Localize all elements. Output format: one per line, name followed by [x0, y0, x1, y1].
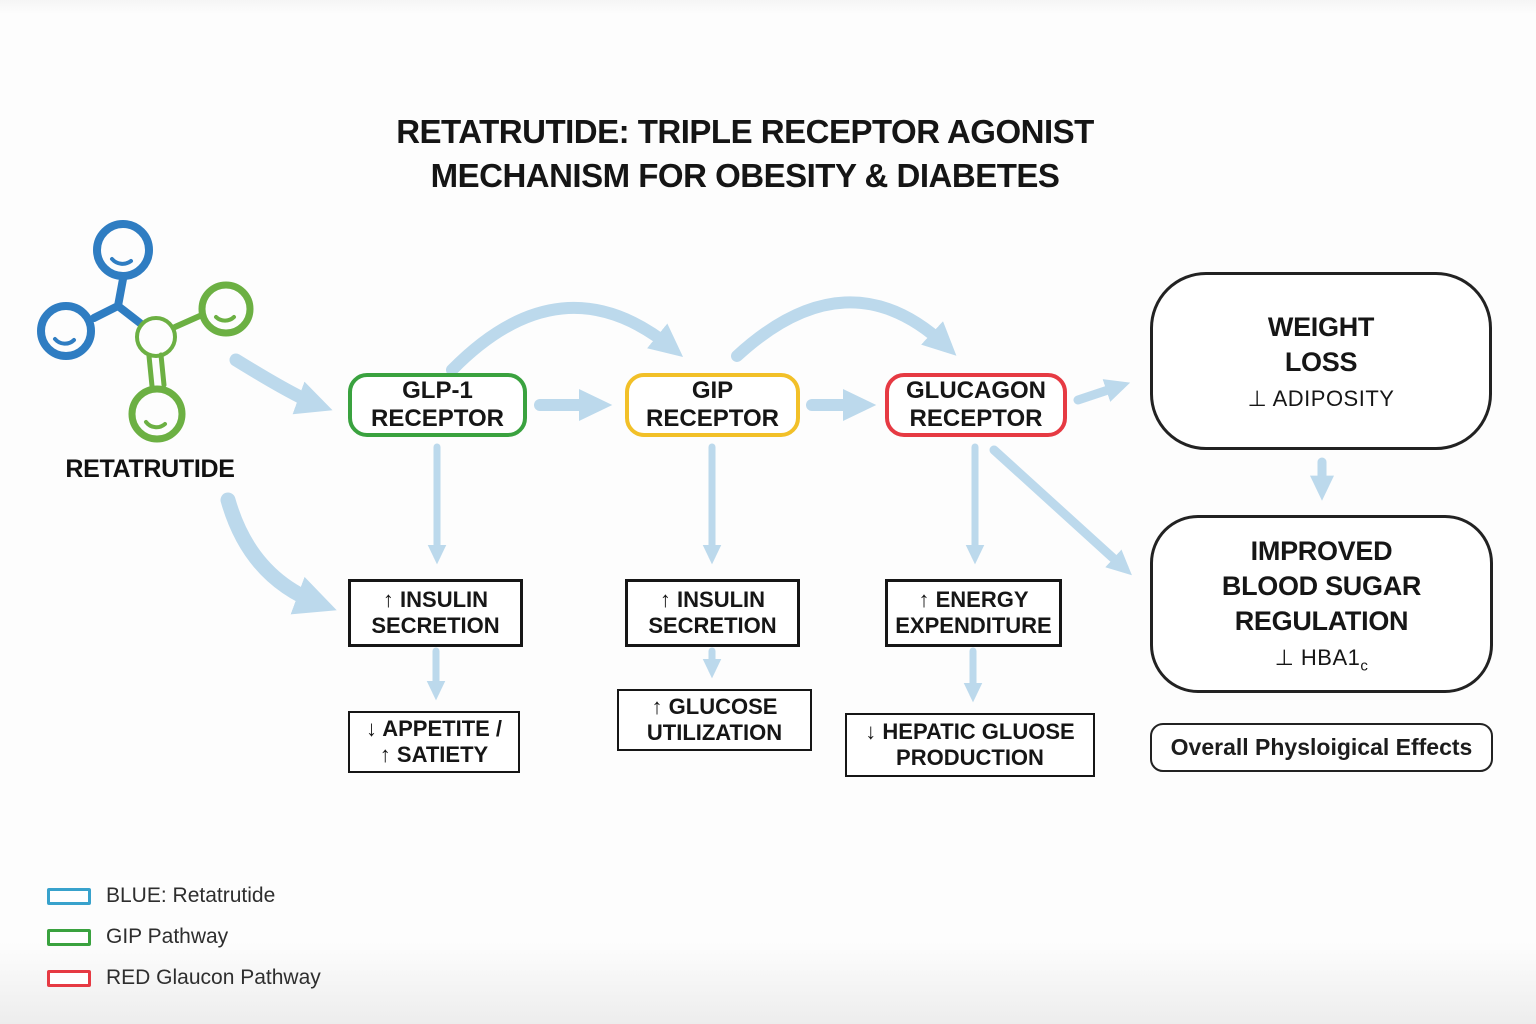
molecule-double-bond-2	[158, 352, 167, 388]
molecule-atom-green-right	[198, 281, 254, 337]
node-weight-loss-title: WEIGHT LOSS	[1267, 311, 1375, 377]
overall-effects-label: Overall Physloigical Effects	[1170, 734, 1473, 760]
molecule-bond-blue-center	[114, 302, 144, 327]
legend-swatch-green-icon	[47, 928, 91, 946]
overall-effects-banner: Overall Physloigical Effects	[1150, 723, 1493, 772]
node-appetite-satiety: ↓ APPETITE / ↑ SATIETY	[348, 711, 520, 773]
arrow-retatrutide-to-insulin	[220, 492, 337, 615]
node-energy-expenditure: ↑ ENERGY EXPENDITURE	[885, 579, 1062, 647]
node-weight-loss: WEIGHT LOSS ⊥ ADIPOSITY	[1150, 272, 1492, 450]
legend-label-retatrutide: BLUE: Retatrutide	[106, 884, 276, 907]
legend-item-glucagon-pathway: RED Glaucon Pathway	[47, 966, 321, 990]
molecule-caption: RETATRUTIDE	[65, 455, 235, 483]
node-weight-loss-sub: ⊥ ADIPOSITY	[1247, 386, 1395, 412]
node-glucose-utilization: ↑ GLUCOSE UTILIZATION	[617, 689, 812, 751]
node-insulin-secretion-glp1-label: ↑ INSULIN SECRETION	[371, 587, 500, 638]
node-glp1-receptor: GLP-1 RECEPTOR	[348, 373, 527, 437]
node-blood-sugar-sub-script: c	[1360, 657, 1369, 675]
arrow-arch-glp1-to-gip	[446, 302, 684, 376]
legend-label-glucagon-pathway: RED Glaucon Pathway	[106, 966, 321, 989]
node-glucose-utilization-label: ↑ GLUCOSE UTILIZATION	[646, 694, 783, 745]
node-glucagon-receptor: GLUCAGON RECEPTOR	[885, 373, 1067, 437]
arrow-glucagon-to-weightloss	[1073, 379, 1131, 405]
arrow-glucagon-to-bloodsugar	[989, 445, 1132, 576]
molecule-shine-green-bottom	[144, 420, 167, 430]
legend-swatch-blue-icon	[47, 887, 91, 905]
molecule-atom-green-center	[135, 316, 177, 358]
legend-item-gip-pathway: GIP Pathway	[47, 925, 321, 949]
node-hepatic-glucose-production-label: ↓ HEPATIC GLUOSE PRODUCTION	[865, 719, 1075, 770]
page-title-line1: RETATRUTIDE: TRIPLE RECEPTOR AGONIST	[396, 113, 1094, 150]
node-blood-sugar-regulation: IMPROVED BLOOD SUGAR REGULATION ⊥ HBA1c	[1150, 515, 1493, 693]
node-insulin-secretion-glp1: ↑ INSULIN SECRETION	[348, 579, 523, 647]
page-title: RETATRUTIDE: TRIPLE RECEPTOR AGONIST MEC…	[0, 110, 1490, 198]
molecule-shine-green-right	[214, 315, 236, 323]
legend-item-retatrutide: BLUE: Retatrutide	[47, 884, 321, 908]
node-appetite-satiety-label: ↓ APPETITE / ↑ SATIETY	[365, 716, 503, 767]
molecule-shine-blue-top	[110, 257, 133, 266]
legend: BLUE: Retatrutide GIP Pathway RED Glauco…	[47, 884, 321, 1007]
node-glp1-receptor-label: GLP-1 RECEPTOR	[371, 376, 504, 432]
molecule-atom-blue-left	[37, 302, 95, 360]
molecule-atom-blue-top	[93, 220, 153, 280]
node-gip-receptor: GIP RECEPTOR	[625, 373, 800, 437]
page-title-line2: MECHANISM FOR OBESITY & DIABETES	[430, 156, 1060, 194]
node-blood-sugar-title: IMPROVED BLOOD SUGAR REGULATION	[1221, 535, 1422, 636]
molecule-bond-green-right	[172, 312, 205, 330]
molecule-atom-green-bottom	[128, 385, 186, 443]
molecule-double-bond-1	[146, 353, 155, 389]
retatrutide-molecule-icon	[37, 220, 254, 443]
arrow-arch-gip-to-glucagon	[731, 296, 957, 362]
node-energy-expenditure-label: ↑ ENERGY EXPENDITURE	[895, 587, 1052, 638]
molecule-shine-blue-left	[53, 337, 76, 346]
node-glucagon-receptor-label: GLUCAGON RECEPTOR	[906, 376, 1046, 432]
node-gip-receptor-label: GIP RECEPTOR	[646, 376, 779, 432]
legend-swatch-red-icon	[47, 969, 91, 987]
node-blood-sugar-sub-main: ⊥ HBA1	[1274, 644, 1361, 670]
node-insulin-secretion-gip: ↑ INSULIN SECRETION	[625, 579, 800, 647]
node-hepatic-glucose-production: ↓ HEPATIC GLUOSE PRODUCTION	[845, 713, 1095, 777]
node-blood-sugar-sub: ⊥ HBA1c	[1275, 645, 1369, 674]
node-insulin-secretion-gip-label: ↑ INSULIN SECRETION	[648, 587, 777, 638]
molecule-bond-blue	[90, 275, 127, 322]
legend-label-gip-pathway: GIP Pathway	[106, 925, 229, 948]
